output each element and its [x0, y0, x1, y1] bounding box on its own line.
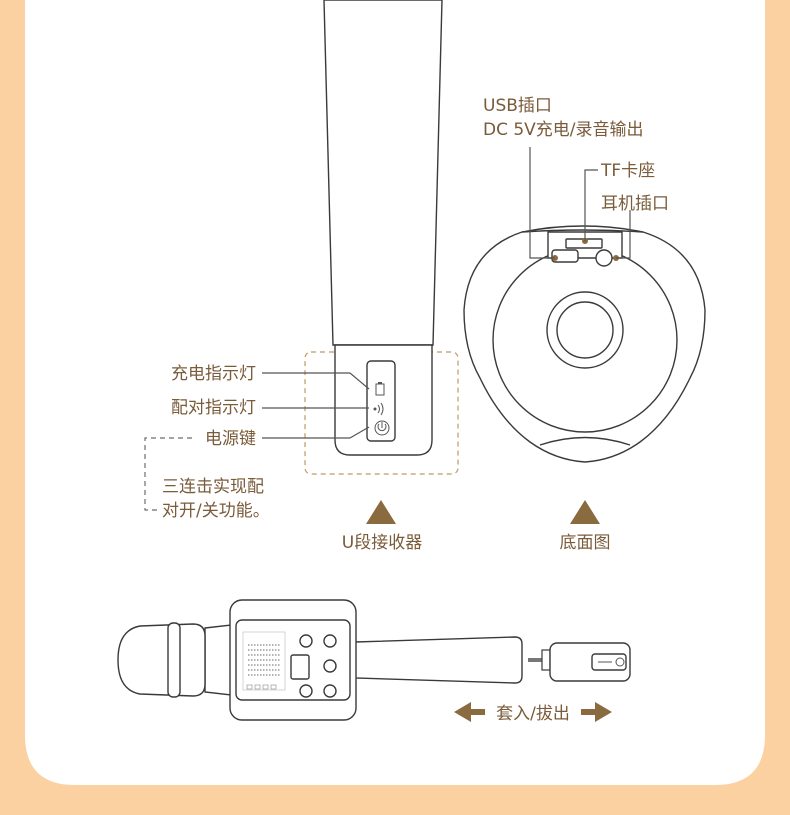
mic-side-view	[117, 599, 523, 721]
tf-slot-label: TF卡座	[600, 161, 655, 181]
power-key-label: 电源键	[205, 429, 256, 449]
bottom-view-label: 底面图	[560, 533, 611, 553]
receiver-module	[334, 344, 433, 456]
charge-indicator-label: 充电指示灯	[171, 364, 256, 384]
arrow-right-icon	[581, 702, 612, 722]
triangle-up-icon	[366, 500, 396, 524]
usb-port-line2: DC 5V充电/录音输出	[483, 120, 644, 140]
signal-icon	[373, 402, 384, 416]
power-icon	[374, 420, 390, 436]
mic-handle-top	[323, 0, 443, 346]
triple-press-line1: 三连击实现配	[162, 477, 264, 497]
arrow-left-icon	[454, 702, 485, 722]
plug-in-out-label: 套入/拔出	[496, 704, 570, 724]
led-display-grid	[242, 631, 286, 691]
bottom-view-drawing	[463, 225, 706, 463]
triple-press-bracket	[144, 437, 192, 511]
battery-icon	[375, 382, 385, 396]
u-receiver-label: U段接收器	[342, 533, 422, 553]
usb-port-line1: USB插口	[483, 96, 552, 116]
receiver-plug	[528, 642, 631, 682]
triple-press-line2: 对开/关功能。	[162, 501, 270, 521]
triangle-up-icon	[570, 500, 600, 524]
earphone-jack-label: 耳机插口	[601, 194, 669, 214]
pair-indicator-label: 配对指示灯	[171, 398, 256, 418]
